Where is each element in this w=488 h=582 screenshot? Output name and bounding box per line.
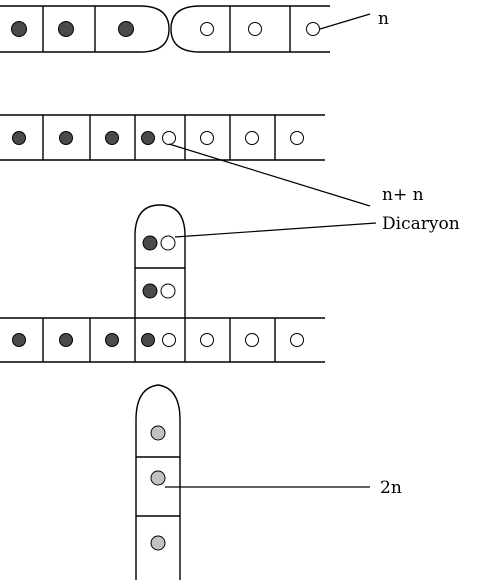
stage-3-dikaryotic-branch — [0, 204, 325, 363]
nucleus-light — [200, 22, 214, 36]
nucleus-dark — [12, 131, 26, 145]
nucleus-light — [200, 131, 214, 145]
nucleus-dark — [142, 283, 158, 299]
nucleus-light — [160, 235, 176, 251]
nucleus-dark — [142, 235, 158, 251]
nucleus-light — [245, 333, 259, 347]
nucleus-dark — [105, 131, 119, 145]
nucleus-diploid — [150, 470, 166, 486]
nucleus-light — [245, 131, 259, 145]
nucleus-dark — [58, 21, 74, 37]
nucleus-diploid — [150, 535, 166, 551]
nucleus-light — [290, 333, 304, 347]
nucleus-light — [306, 22, 320, 36]
nucleus-dark — [59, 333, 73, 347]
nucleus-light — [160, 283, 176, 299]
nucleus-light — [162, 131, 176, 145]
label-n-plus-n: n+ n — [382, 185, 424, 205]
nucleus-dark — [12, 333, 26, 347]
leader-line-n — [319, 13, 371, 30]
nucleus-dark — [141, 131, 155, 145]
nucleus-diploid — [150, 425, 166, 441]
leader-line-dikaryon-upper — [168, 143, 371, 207]
nucleus-light — [162, 333, 176, 347]
nucleus-light — [290, 131, 304, 145]
nucleus-dark — [59, 131, 73, 145]
nucleus-dark — [11, 21, 27, 37]
left-hypha — [0, 5, 170, 53]
nucleus-dark — [105, 333, 119, 347]
nucleus-light — [248, 22, 262, 36]
nucleus-dark — [118, 21, 134, 37]
nucleus-light — [200, 333, 214, 347]
right-hypha — [170, 5, 330, 53]
stage-2-dikaryotic-hypha — [0, 114, 325, 161]
stage-4-diploid-hypha: 2n — [135, 384, 402, 580]
label-dicaryon: Dicaryon — [382, 214, 460, 234]
label-n: n — [378, 9, 389, 29]
stage-1-hyphae-fusion: n — [0, 5, 389, 53]
label-2n: 2n — [380, 478, 402, 498]
leader-line-dikaryon-lower — [174, 222, 377, 238]
nucleus-dark — [141, 333, 155, 347]
